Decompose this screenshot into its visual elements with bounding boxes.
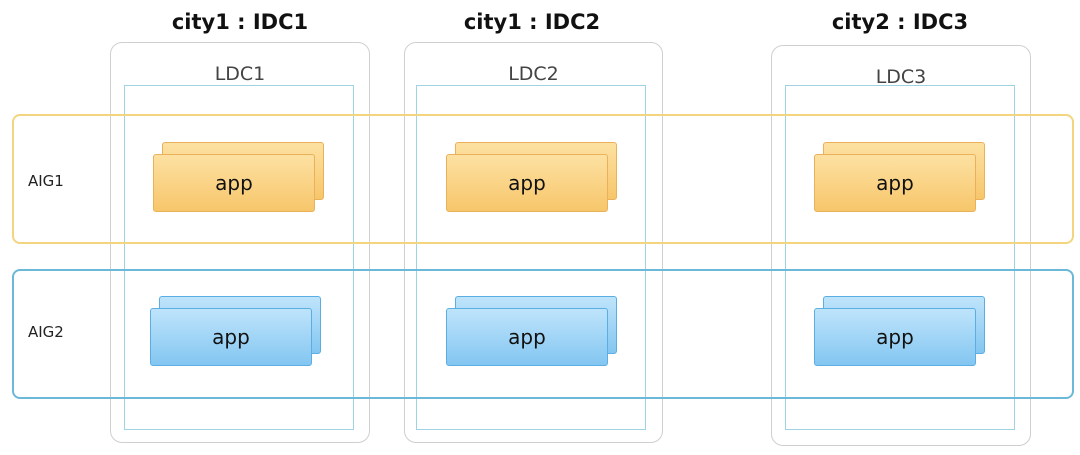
- ldc2-box: [416, 85, 646, 430]
- aig1-ldc3-app-stack: app: [814, 142, 990, 218]
- aig2-band: [12, 269, 1074, 399]
- app-label: app: [876, 325, 914, 349]
- aig1-ldc1-app-stack: app: [153, 142, 329, 218]
- app-label: app: [876, 171, 914, 195]
- aig2-ldc1-app-stack: app: [150, 296, 326, 372]
- app-card-front: app: [153, 154, 315, 212]
- aig2-ldc2-app-stack: app: [446, 296, 622, 372]
- idc2-title: city1 : IDC2: [463, 10, 601, 34]
- app-card-front: app: [446, 308, 608, 366]
- aig2-label: AIG2: [28, 323, 64, 341]
- ldc3-box: [785, 85, 1015, 430]
- ldc1-box: [124, 85, 354, 430]
- app-label: app: [508, 325, 546, 349]
- ldc2-label: LDC2: [508, 63, 559, 85]
- app-card-front: app: [814, 308, 976, 366]
- idc3-title: city2 : IDC3: [831, 10, 969, 34]
- idc1-title: city1 : IDC1: [171, 10, 309, 34]
- aig1-ldc2-app-stack: app: [446, 142, 622, 218]
- app-label: app: [212, 325, 250, 349]
- aig2-ldc3-app-stack: app: [814, 296, 990, 372]
- app-card-front: app: [150, 308, 312, 366]
- aig1-band: [12, 114, 1074, 244]
- app-label: app: [215, 171, 253, 195]
- ldc1-label: LDC1: [214, 63, 266, 85]
- app-card-front: app: [814, 154, 976, 212]
- app-card-front: app: [446, 154, 608, 212]
- ldc3-label: LDC3: [875, 66, 927, 88]
- idc3-container: LDC3: [771, 45, 1031, 446]
- app-label: app: [508, 171, 546, 195]
- aig1-label: AIG1: [28, 172, 64, 190]
